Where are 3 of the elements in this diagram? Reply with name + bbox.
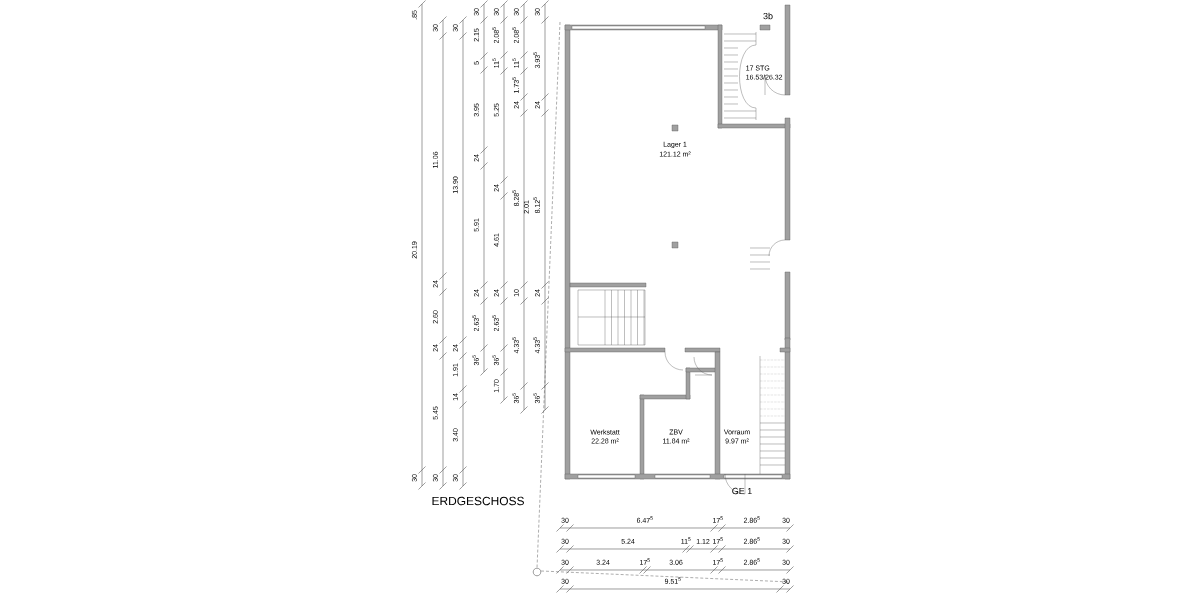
room-label: 3b [763,12,773,20]
floor-title: ERDGESCHOSS [432,496,524,506]
room-label: GE 1 [732,487,752,495]
